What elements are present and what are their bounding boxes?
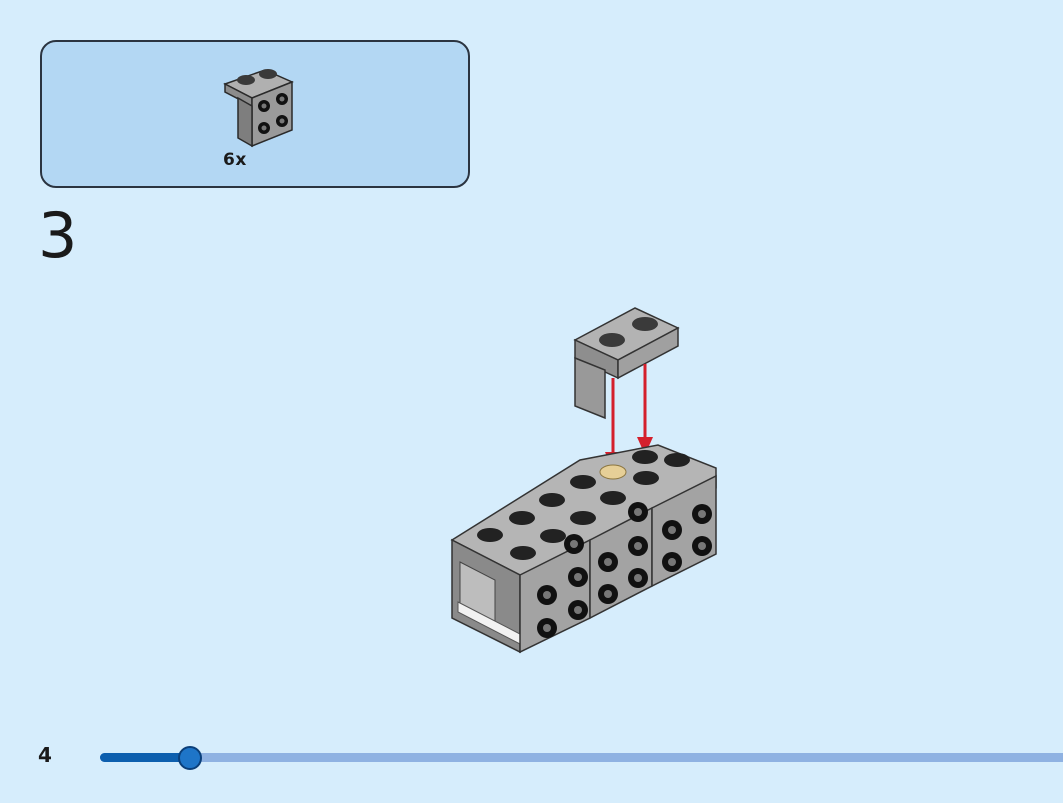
step-number: 3 — [38, 199, 78, 272]
brick-assembly — [450, 444, 717, 654]
angle-bracket-plate-icon — [223, 69, 294, 148]
page-number: 4 — [38, 743, 52, 767]
part-quantity: 6x — [223, 150, 247, 170]
assembly-illustration — [450, 307, 717, 654]
progress-fill — [100, 753, 190, 762]
progress-bar — [100, 746, 1063, 770]
progress-knob — [177, 746, 202, 770]
angle-bracket-piece — [573, 307, 680, 420]
parts-callout-box: 6x — [40, 40, 470, 188]
